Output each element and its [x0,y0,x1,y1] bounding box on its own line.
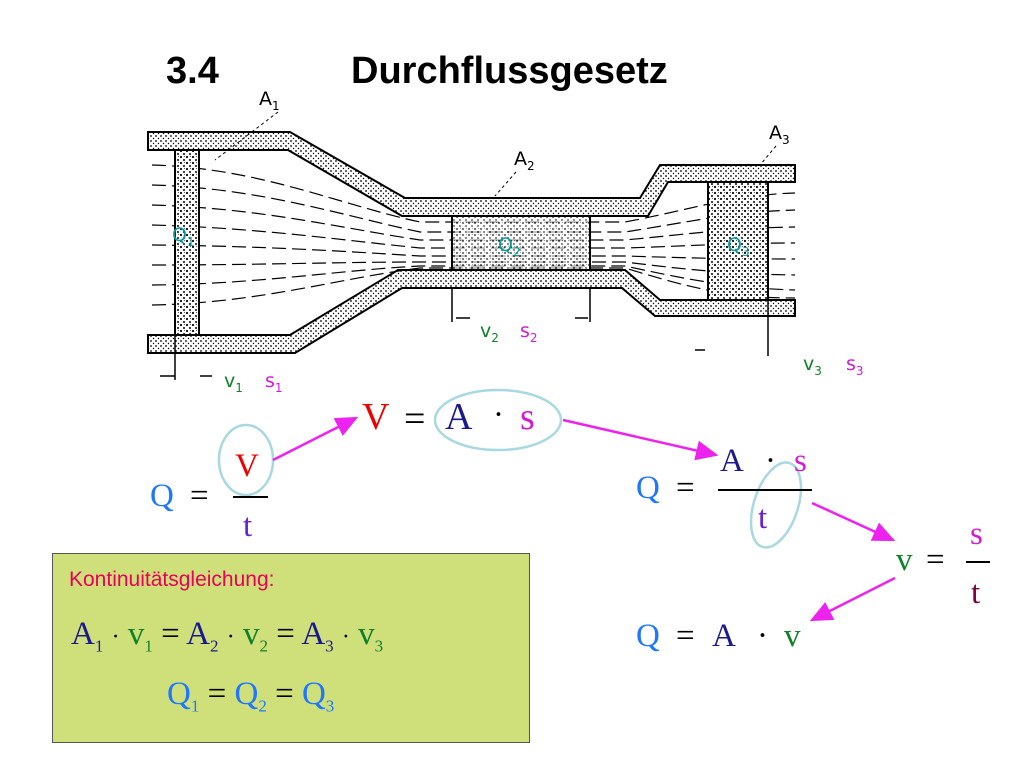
continuity-box: Kontinuitätsgleichung: A1 · v1 = A2 · v2… [52,553,530,743]
formula5-q: Q [636,618,660,654]
formula5-eq: = [676,618,695,654]
continuity-line-2: Q1 = Q2 = Q3 [167,676,335,716]
formula3-eq: = [676,470,695,506]
formula2-eq: = [404,398,426,440]
label-q2: Q2 [498,234,521,259]
section-number: 3.4 [166,50,219,92]
label-s1: s1 [265,370,283,395]
formula3-den: t [758,500,768,536]
formula2-s: s [520,396,535,438]
formula3-q: Q [636,470,660,506]
label-s3: s3 [846,353,864,378]
formula5-dot: · [757,618,768,654]
label-v1: v1 [224,370,243,395]
formula3-s: s [794,443,807,479]
formula4-v: v [896,542,913,578]
label-v2: v2 [480,320,499,345]
continuity-line-1: A1 · v1 = A2 · v2 = A3 · v3 [71,616,384,656]
formula4-den: t [971,575,981,611]
formula1-num: V [235,448,259,484]
formula3-a: A [720,443,744,479]
label-v3: v3 [803,353,822,378]
formula1-q: Q [150,478,174,514]
formula5-a: A [712,618,736,654]
formula4-eq: = [926,542,945,578]
continuity-heading: Kontinuitätsgleichung: [69,568,275,591]
formula1-eq: = [190,478,209,514]
formula3-dot: · [765,443,776,479]
label-q1: Q1 [172,224,195,249]
label-s2: s2 [520,320,538,345]
formula5-v: v [784,618,801,654]
label-q3: Q3 [727,234,750,259]
formula2-a: A [445,396,473,438]
formula4-num: s [970,516,983,552]
formula2-dot: · [493,397,504,433]
formula2-v: V [362,396,390,438]
label-a3: A3 [769,122,790,147]
formula1-den: t [243,508,253,544]
label-a1: A1 [259,88,280,113]
page-title: Durchflussgesetz [351,50,668,92]
label-a2: A2 [514,148,535,173]
